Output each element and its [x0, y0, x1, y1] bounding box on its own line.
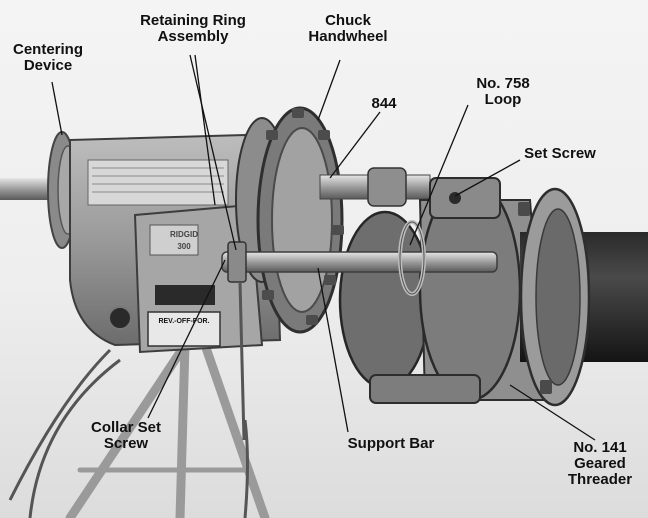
label-support-bar: Support Bar [347, 435, 435, 452]
label-no-141-geared-threader: No. 141 Geared Threader [567, 439, 633, 488]
label-retaining-ring-assembly: Retaining Ring Assembly [140, 12, 246, 45]
model-plate-line2: 300 [177, 242, 191, 251]
label-collar-set-screw: Collar Set Screw [90, 419, 162, 452]
label-set-screw: Set Screw [524, 145, 596, 162]
label-844: 844 [371, 95, 397, 112]
label-no-758-loop: No. 758 Loop [476, 75, 530, 108]
switch-plate: REV.-OFF-FOR. [158, 318, 209, 325]
label-centering-device: Centering Device [12, 41, 83, 74]
model-plate-line1: RIDGID [170, 230, 198, 239]
tripod-stand [65, 340, 270, 518]
leader-lines [51, 54, 596, 441]
label-chuck-handwheel: Chuck Handwheel [308, 12, 388, 45]
